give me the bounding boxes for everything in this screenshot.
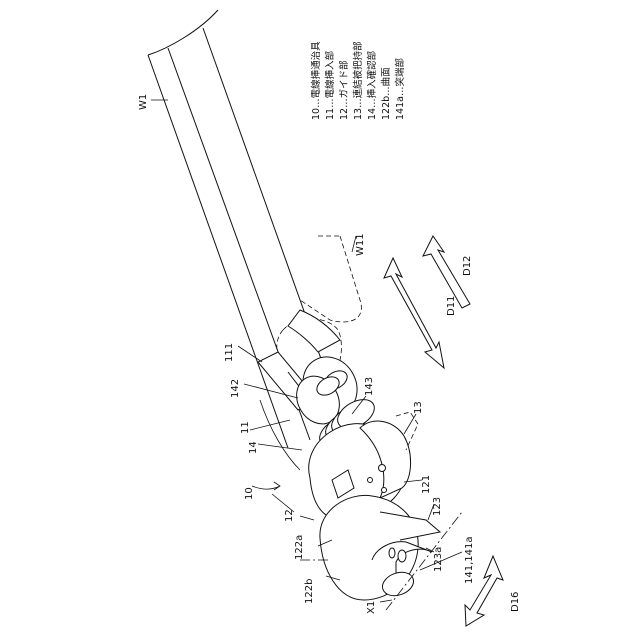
legend-item-12: 12…ガイド部 xyxy=(338,60,350,120)
label-w11: W11 xyxy=(355,233,366,256)
legend-item-14: 14…挿入確認部 xyxy=(366,51,378,120)
label-123: 123 xyxy=(432,497,443,516)
legend: 10…電線挿通治具 11…電線挿入部 12…ガイド部 13…連結被把持部 14…… xyxy=(310,41,406,120)
label-x1: X1 xyxy=(366,601,377,614)
label-14: 14 xyxy=(248,441,259,454)
label-122a: 122a xyxy=(294,535,305,560)
legend-item-11: 11…電線挿入部 xyxy=(324,51,336,120)
label-11: 11 xyxy=(240,421,251,434)
label-111: 111 xyxy=(224,343,235,362)
label-13: 13 xyxy=(413,401,424,414)
label-d12: D12 xyxy=(462,256,473,276)
pointer-arrow-10 xyxy=(252,482,280,490)
label-10: 10 xyxy=(244,487,255,500)
label-123a: 123a xyxy=(433,547,444,572)
label-12: 12 xyxy=(284,509,295,522)
legend-item-13: 13…連結被把持部 xyxy=(352,41,364,120)
label-d11: D11 xyxy=(446,296,457,316)
guide-lower-body xyxy=(320,495,440,600)
label-143: 143 xyxy=(364,377,375,396)
label-w1: W1 xyxy=(138,94,149,110)
label-d16: D16 xyxy=(510,592,521,612)
label-141-141a: 141,141a xyxy=(464,537,475,584)
legend-item-141a: 141a…突端部 xyxy=(394,58,406,120)
legend-item-122b: 122b…曲面 xyxy=(381,67,392,120)
label-122b: 122b xyxy=(304,579,315,604)
legend-item-10: 10…電線挿通治具 xyxy=(310,41,322,120)
label-121: 121 xyxy=(421,475,432,494)
label-142: 142 xyxy=(230,379,241,398)
arrow-d11 xyxy=(384,258,444,368)
